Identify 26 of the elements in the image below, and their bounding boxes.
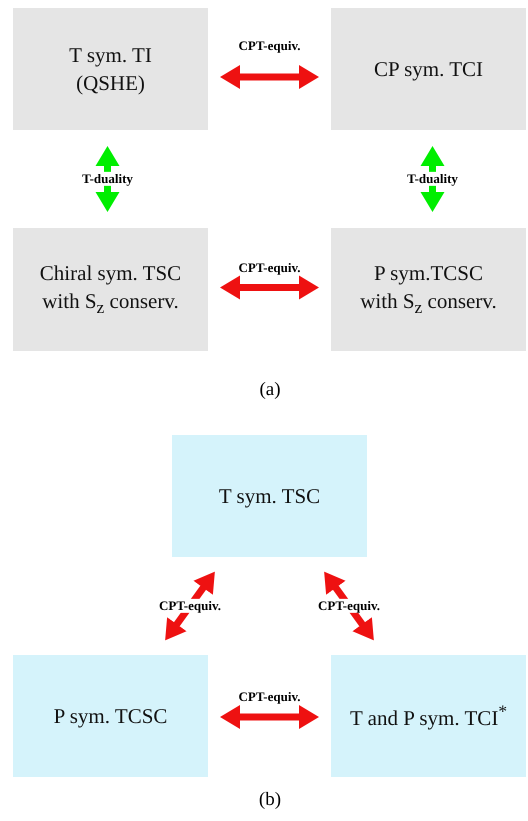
concept-box [13, 8, 208, 130]
double-arrow [220, 705, 319, 729]
box-text: T sym. TSC [218, 482, 320, 510]
box-text: CP sym. TCI [374, 56, 484, 83]
concept-box [331, 655, 526, 777]
edge-label: CPT-equiv. [316, 598, 382, 614]
edge-label: CPT-equiv. [236, 690, 302, 704]
edge-label: CPT-equiv. [236, 38, 302, 54]
box-text: P sym. TCSC [54, 702, 168, 730]
box-text: P sym.TCSC with S$_{z}$ conserv. [359, 260, 498, 320]
edge-label: T-duality [80, 172, 135, 186]
edge-label: CPT-equiv. [157, 598, 223, 614]
concept-box [13, 655, 208, 777]
box-text: Chiral sym. TSC with S$_{z}$ conserv. [38, 260, 182, 320]
concept-box [331, 228, 526, 351]
double-arrow [220, 276, 319, 300]
panel-caption: (a) [259, 379, 281, 401]
concept-box [331, 8, 526, 130]
box-text: T and P sym. TCI$^{*}$ [350, 700, 508, 732]
edge-label: T-duality [405, 172, 460, 186]
panel-caption: (b) [258, 789, 282, 811]
box-text: T sym. TI (QSHE) [68, 42, 153, 97]
double-arrow [220, 65, 319, 89]
concept-box [172, 435, 367, 557]
edge-label: CPT-equiv. [236, 260, 302, 275]
concept-box [13, 228, 208, 351]
